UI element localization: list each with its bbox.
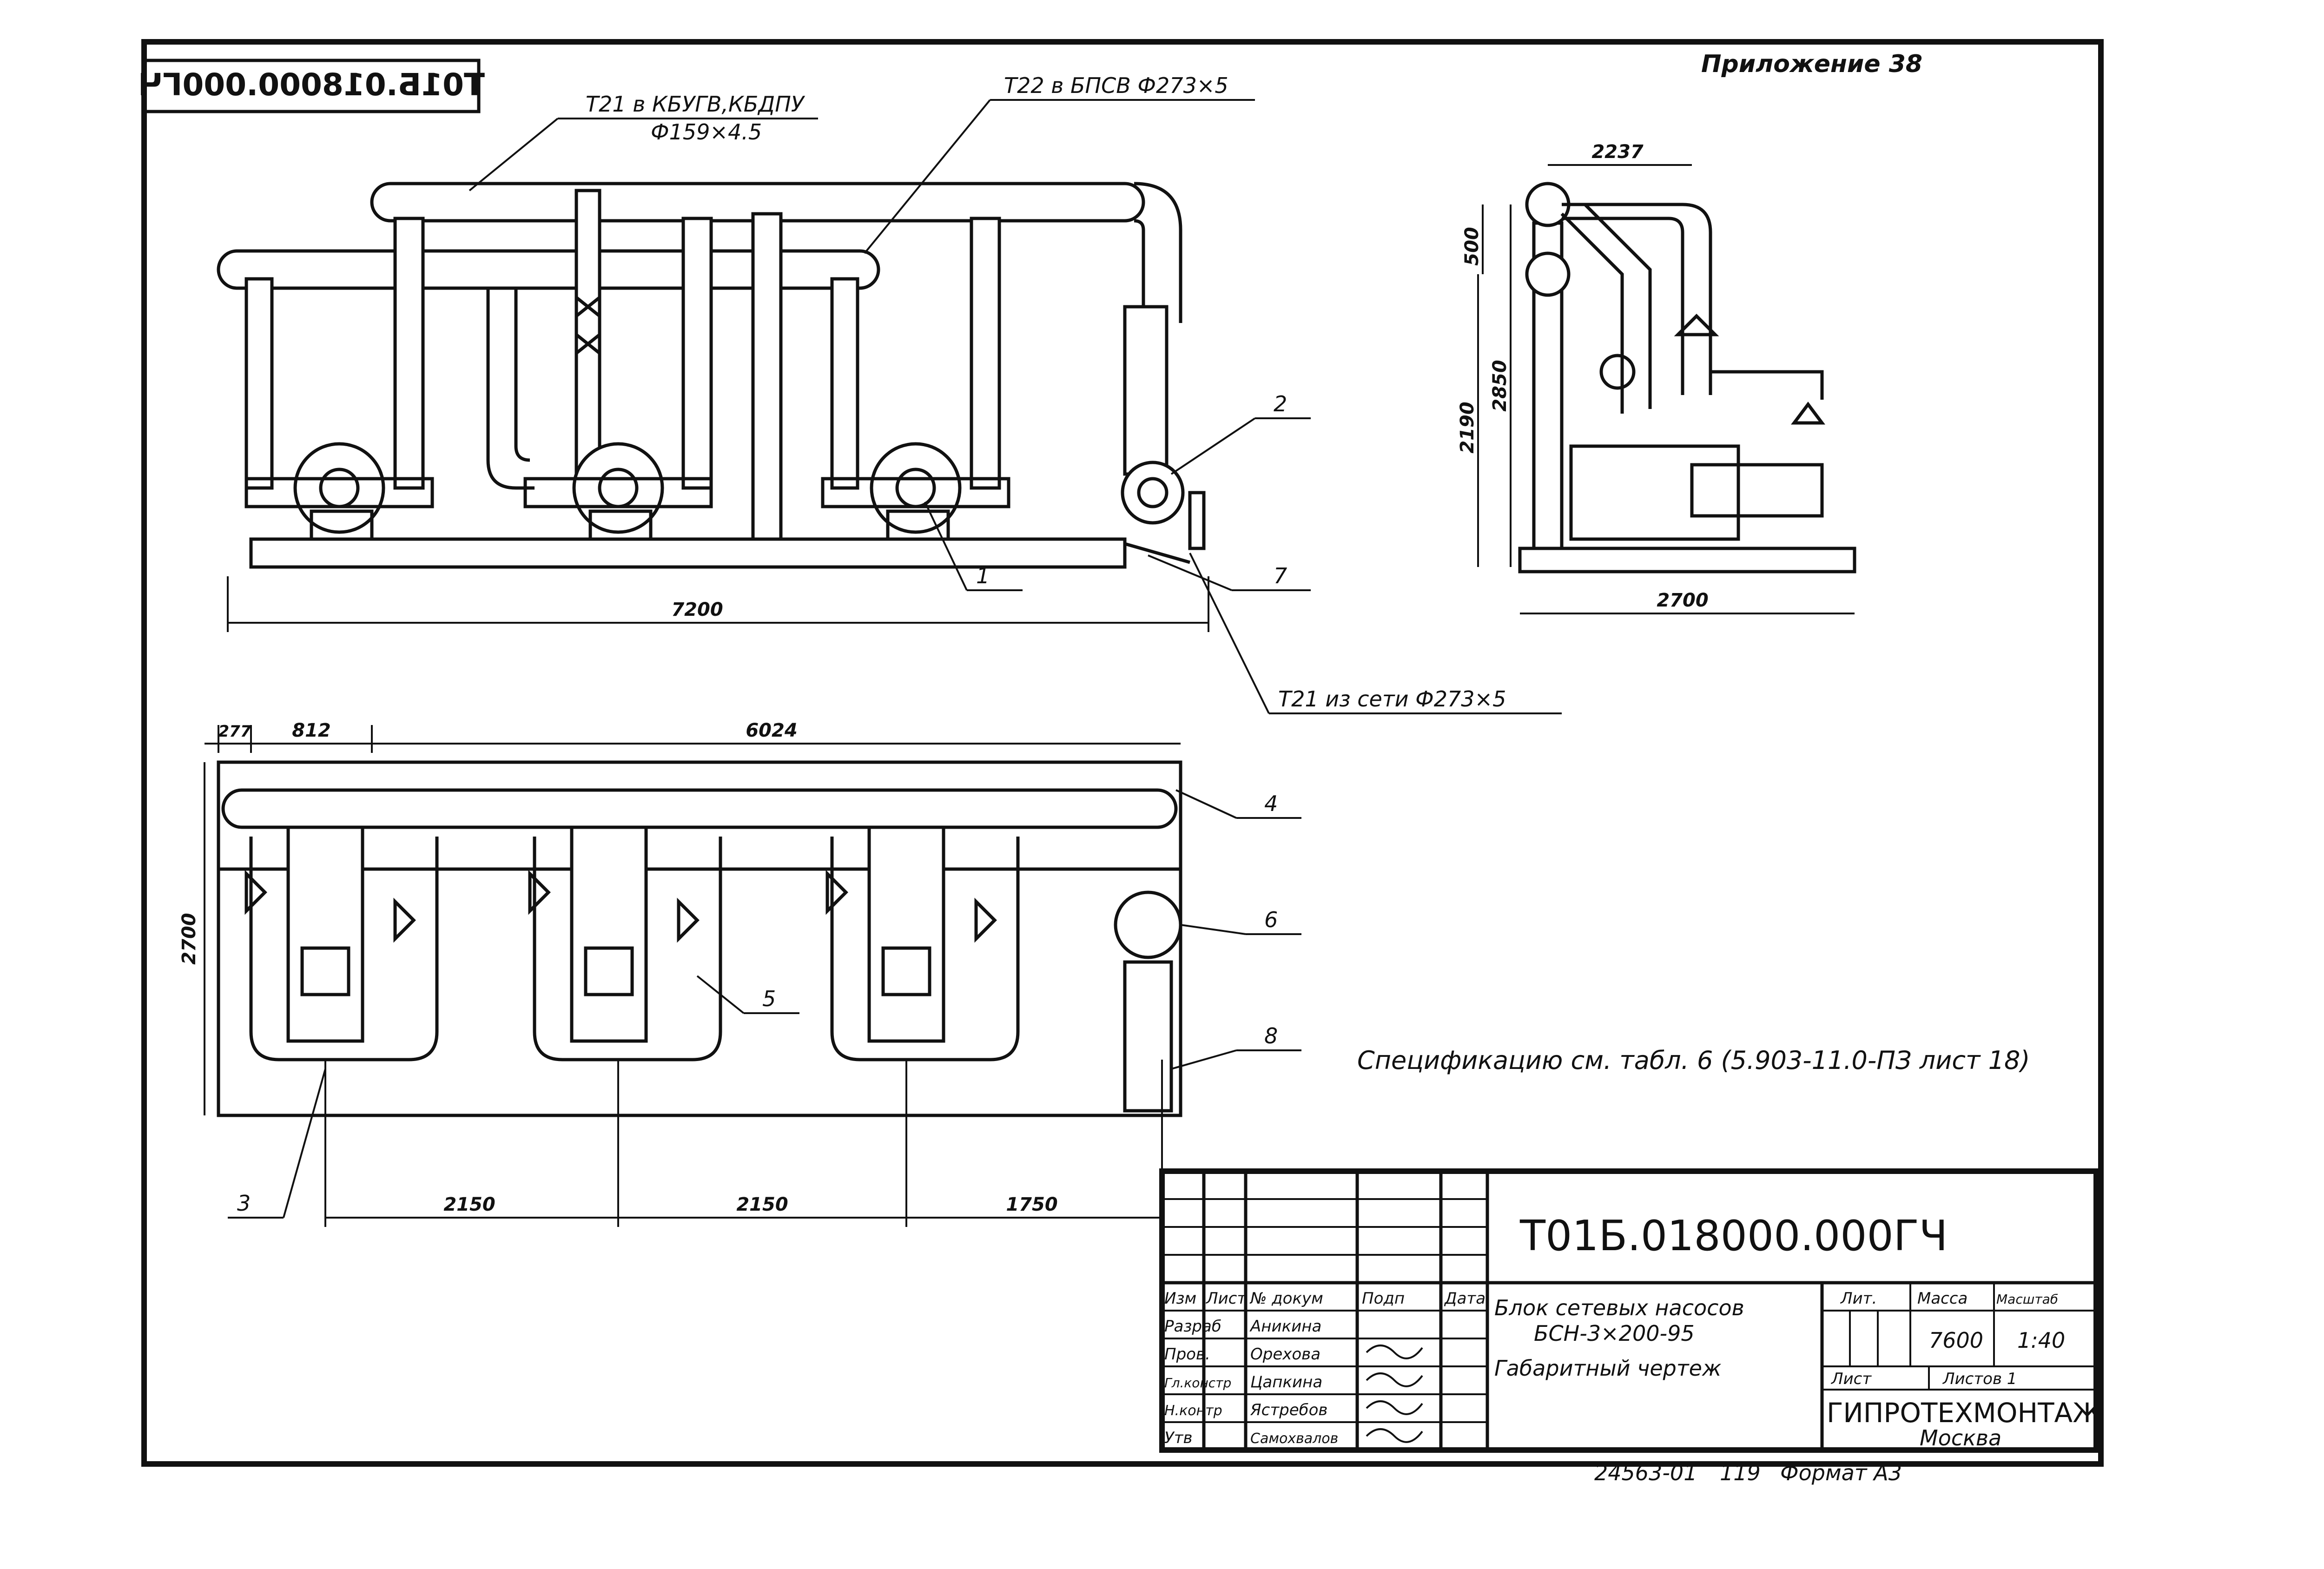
dim-side-h500: 500: [1461, 227, 1483, 266]
tb-role-0: Разраб: [1164, 1317, 1221, 1336]
tb-name-1: Орехова: [1250, 1345, 1320, 1364]
tb-scale-value: 1:40: [2017, 1328, 2065, 1353]
tb-role-3: Н.контр: [1164, 1403, 1222, 1419]
tb-role-4: Утв: [1164, 1429, 1193, 1447]
front-inlet-nozzle: [1121, 461, 1206, 550]
plan-header-pipe: [221, 788, 1178, 829]
tb-col-date: Дата: [1444, 1289, 1486, 1308]
dim-side-h2190: 2190: [1457, 402, 1478, 453]
side-view: 2237 500 2850 2190 2700: [1457, 141, 1856, 614]
plan-filter-unit: [1114, 890, 1182, 1113]
footer-inv: 24563-01: [1594, 1460, 1697, 1485]
plan-pump-2: [528, 825, 722, 1061]
tb-name-4: Самохвалов: [1250, 1431, 1338, 1447]
tb-name-2: Цапкина: [1250, 1373, 1322, 1391]
appendix-label: Приложение 38: [1701, 50, 1922, 78]
tb-role-2: Гл.констр: [1164, 1375, 1231, 1391]
tb-role-1: Пров.: [1164, 1345, 1210, 1364]
callout-t21-branch: Т21 в КБУГВ,КБДПУ: [586, 92, 805, 117]
dim-plan-812: 812: [292, 720, 331, 741]
front-lower-header: [217, 249, 880, 290]
dim-plan-2150a: 2150: [443, 1194, 495, 1215]
tb-scale-label: Масштаб: [1996, 1292, 2058, 1307]
tb-org: ГИПРОТЕХМОНТАЖ: [1827, 1397, 2102, 1429]
front-pump-2: [486, 288, 713, 541]
tb-city: Москва: [1920, 1425, 2001, 1450]
title-block: Изм Лист № докум Подп Дата Разраб Аникин…: [1159, 1168, 2102, 1453]
mirror-code: Т01Б.018000.000ГЧ: [138, 67, 485, 103]
tb-mass-label: Масса: [1917, 1289, 1967, 1308]
pos-7: 7: [1274, 563, 1287, 588]
callout-t21-branch-dia: Ф159×4.5: [651, 119, 762, 145]
plan-pump-1: [244, 825, 439, 1061]
dim-side-base: 2700: [1657, 590, 1708, 611]
tb-name-line1: Блок сетевых насосов: [1494, 1295, 1744, 1320]
plan-view: 277 812 6024 2700 2150 2150 1750: [178, 720, 1182, 1227]
side-base-frame: [1518, 547, 1856, 574]
dim-plan-277: 277: [218, 722, 251, 741]
tb-name-3: Ястребов: [1250, 1401, 1327, 1419]
dim-side-h2850: 2850: [1489, 360, 1511, 411]
tb-lit-label: Лит.: [1840, 1289, 1877, 1308]
dim-plan-2700: 2700: [178, 913, 200, 964]
pos-8: 8: [1264, 1023, 1278, 1048]
tb-col-list: Лист: [1205, 1289, 1247, 1308]
tb-col-sign: Подп: [1362, 1289, 1405, 1308]
tb-name-line2: БСН-3×200-95: [1534, 1321, 1695, 1346]
dim-plan-2150b: 2150: [736, 1194, 788, 1215]
front-callouts: Т21 в КБУГВ,КБДПУ Ф159×4.5 Т22 в БПСВ Ф2…: [469, 73, 1562, 714]
tb-sheet-label: Лист: [1830, 1370, 1872, 1388]
tb-designation: Т01Б.018000.000ГЧ: [1519, 1212, 1948, 1260]
dim-plan-1750: 1750: [1006, 1194, 1057, 1215]
tb-col-izm: Изм: [1164, 1289, 1196, 1308]
plan-pump-3: [825, 825, 1020, 1061]
pos-1: 1: [976, 563, 990, 588]
footer-num: 119: [1720, 1460, 1761, 1485]
dim-front-length: 7200: [671, 599, 723, 620]
front-pump-3: [821, 442, 1010, 541]
tb-mass-value: 7600: [1929, 1328, 1983, 1353]
tb-doc-type: Габаритный чертеж: [1494, 1356, 1722, 1381]
dim-side-width: 2237: [1591, 141, 1643, 163]
pos-6: 6: [1264, 907, 1278, 932]
pos-4: 4: [1264, 791, 1278, 816]
tb-sheets-label: Листов 1: [1942, 1370, 2017, 1388]
pos-2: 2: [1274, 391, 1287, 416]
dim-plan-6024: 6024: [746, 720, 797, 741]
pos-3: 3: [237, 1191, 251, 1216]
plan-callouts: 4 6 5 8 3 Спецификацию см. табл. 6 (5.90…: [228, 789, 2030, 1219]
spec-note: Спецификацию см. табл. 6 (5.903-11.0-ПЗ …: [1357, 1046, 2030, 1075]
front-base-frame: [249, 537, 1127, 569]
pos-5: 5: [762, 986, 776, 1011]
tb-col-doc: № докум: [1249, 1289, 1323, 1308]
front-pump-1: [244, 442, 434, 541]
plan-frame: [217, 760, 1182, 1117]
tb-name-0: Аникина: [1249, 1317, 1321, 1336]
sheet-frame: [141, 39, 2104, 1467]
mirror-stamp-box: [142, 59, 481, 113]
footer-format: Формат А3: [1780, 1460, 1902, 1485]
front-view: 7200: [217, 182, 1209, 632]
callout-t21-net: Т21 из сети Ф273×5: [1278, 686, 1506, 712]
callout-t22: Т22 в БПСВ Ф273×5: [1004, 73, 1228, 98]
